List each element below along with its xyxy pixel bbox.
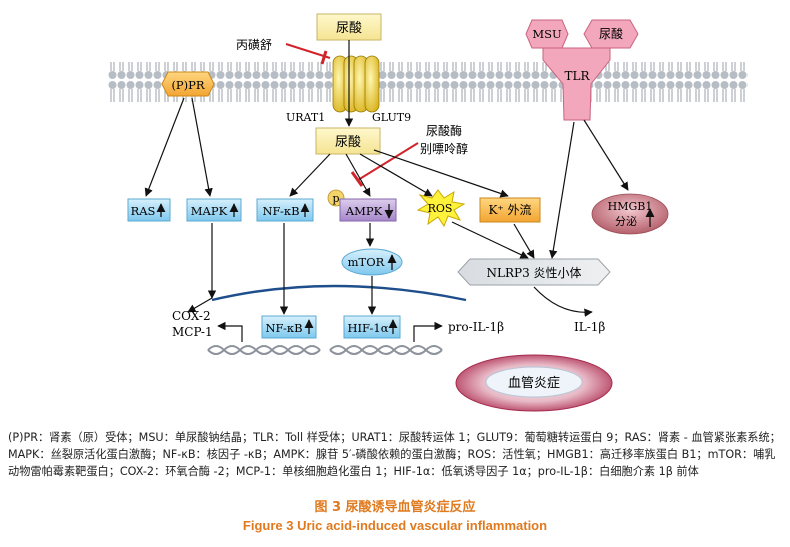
ppr-receptor [161,71,215,97]
mtor-label: mTOR [348,255,385,269]
urat1-label: URAT1 [286,111,325,124]
probenecid-inhibit-line [285,43,331,59]
figure-caption-en: Figure 3 Uric acid-induced vascular infl… [242,518,548,533]
pro-il1b-transcription-arrow [413,321,443,342]
hif1a-box [343,315,401,339]
nfkb-cytoplasm-label: NF-κB [262,204,299,218]
dna-strand-left [207,345,321,355]
mcp1-label: MCP-1 [172,325,213,339]
hif1a-label: HIF-1α [347,321,388,335]
uric-to-nfkb-arrow [289,153,331,197]
tlr-receptor [542,47,611,121]
cox2-mcp1-transcription-arrow [217,321,243,342]
figure-caption-cn: 图 3 尿酸诱导血管炎症反应 [314,500,476,515]
nuclear-envelope [211,284,467,302]
uric-acid-tlr-hexagon [583,19,639,49]
tlr-label: TLR [564,69,590,83]
allopurinol-label: 别嘌呤醇 [420,141,468,156]
ros-burst [416,189,466,228]
uric-acid-extracellular-box [316,13,382,41]
vascular-lumen [485,366,583,398]
uric-acid-extracellular-label: 尿酸 [336,21,362,36]
ampk-box [339,198,397,222]
pro-il1b-label: pro-IL-1β [448,320,504,334]
phospho-label: p [332,192,339,205]
msu-hexagon [525,19,569,49]
nlrp3-to-il1b-arrow [533,286,593,317]
glut9-label: GLUT9 [372,111,411,124]
hmgb1-label: HMGB1 [608,200,653,213]
mapk-box [186,198,242,222]
ppr-to-ras-arrow [144,97,185,197]
nlrp3-label: NLRP3 炎性小体 [486,266,581,280]
urate-oxidase-label: 尿酸酶 [426,123,462,138]
cox2-label: COX-2 [172,309,211,323]
probenecid-label: 丙磺舒 [236,38,272,52]
mapk-to-cox2-arrow [187,297,213,313]
uric-to-k-efflux-arrow [373,149,509,198]
uric-acid-pathway-diagram: URAT1 GLUT9 尿酸 丙磺舒 (P)PR TLR MSU 尿酸 尿酸 尿… [108,13,748,412]
ras-label: RAS [131,204,156,218]
ppr-label: (P)PR [171,78,204,92]
k-efflux-box [479,197,541,223]
mtor-oval [341,248,403,276]
cell-membrane [108,62,748,102]
ros-label: ROS [428,202,453,215]
mapk-label: MAPK [191,204,228,218]
urat1-glut9-channel [332,55,380,113]
tlr-to-hmgb1-arrow [583,119,629,191]
ampk-label: AMPK [345,204,383,218]
inhibitors-bar [350,171,364,187]
tlr-to-nlrp3-arrow [549,121,575,259]
uric-to-ampk-arrow [345,153,371,197]
dna-strand-right [329,345,443,355]
abbreviation-legend: (P)PR：肾素（原）受体；MSU：单尿酸钠结晶；TLR：Toll 样受体；UR… [8,431,781,478]
ppr-to-mapk-arrow [191,97,213,197]
k-efflux-label: K⁺ 外流 [488,203,531,217]
ros-to-nlrp3-arrow [451,221,529,259]
hmgb1-secretion-label: 分泌 [615,215,637,228]
il1b-label: IL-1β [574,320,605,334]
uric-acid-tlr-label: 尿酸 [599,26,623,41]
uric-to-ros-arrow [359,153,433,197]
k-to-nlrp3-arrow [513,223,535,259]
probenecid-inhibit-bar [320,50,328,65]
hmgb1-secretion-oval [591,193,669,235]
inhibitors-line [357,142,419,181]
nfkb-nucleus-box [261,315,317,339]
vascular-inflammation-label: 血管炎症 [508,376,560,391]
nfkb-cytoplasm-box [256,198,314,222]
nfkb-nucleus-label: NF-κB [265,321,302,335]
uric-acid-intracellular-box [315,127,381,155]
nlrp3-inflammasome [457,258,611,286]
uric-acid-intracellular-label: 尿酸 [335,135,361,150]
msu-label: MSU [532,27,562,41]
